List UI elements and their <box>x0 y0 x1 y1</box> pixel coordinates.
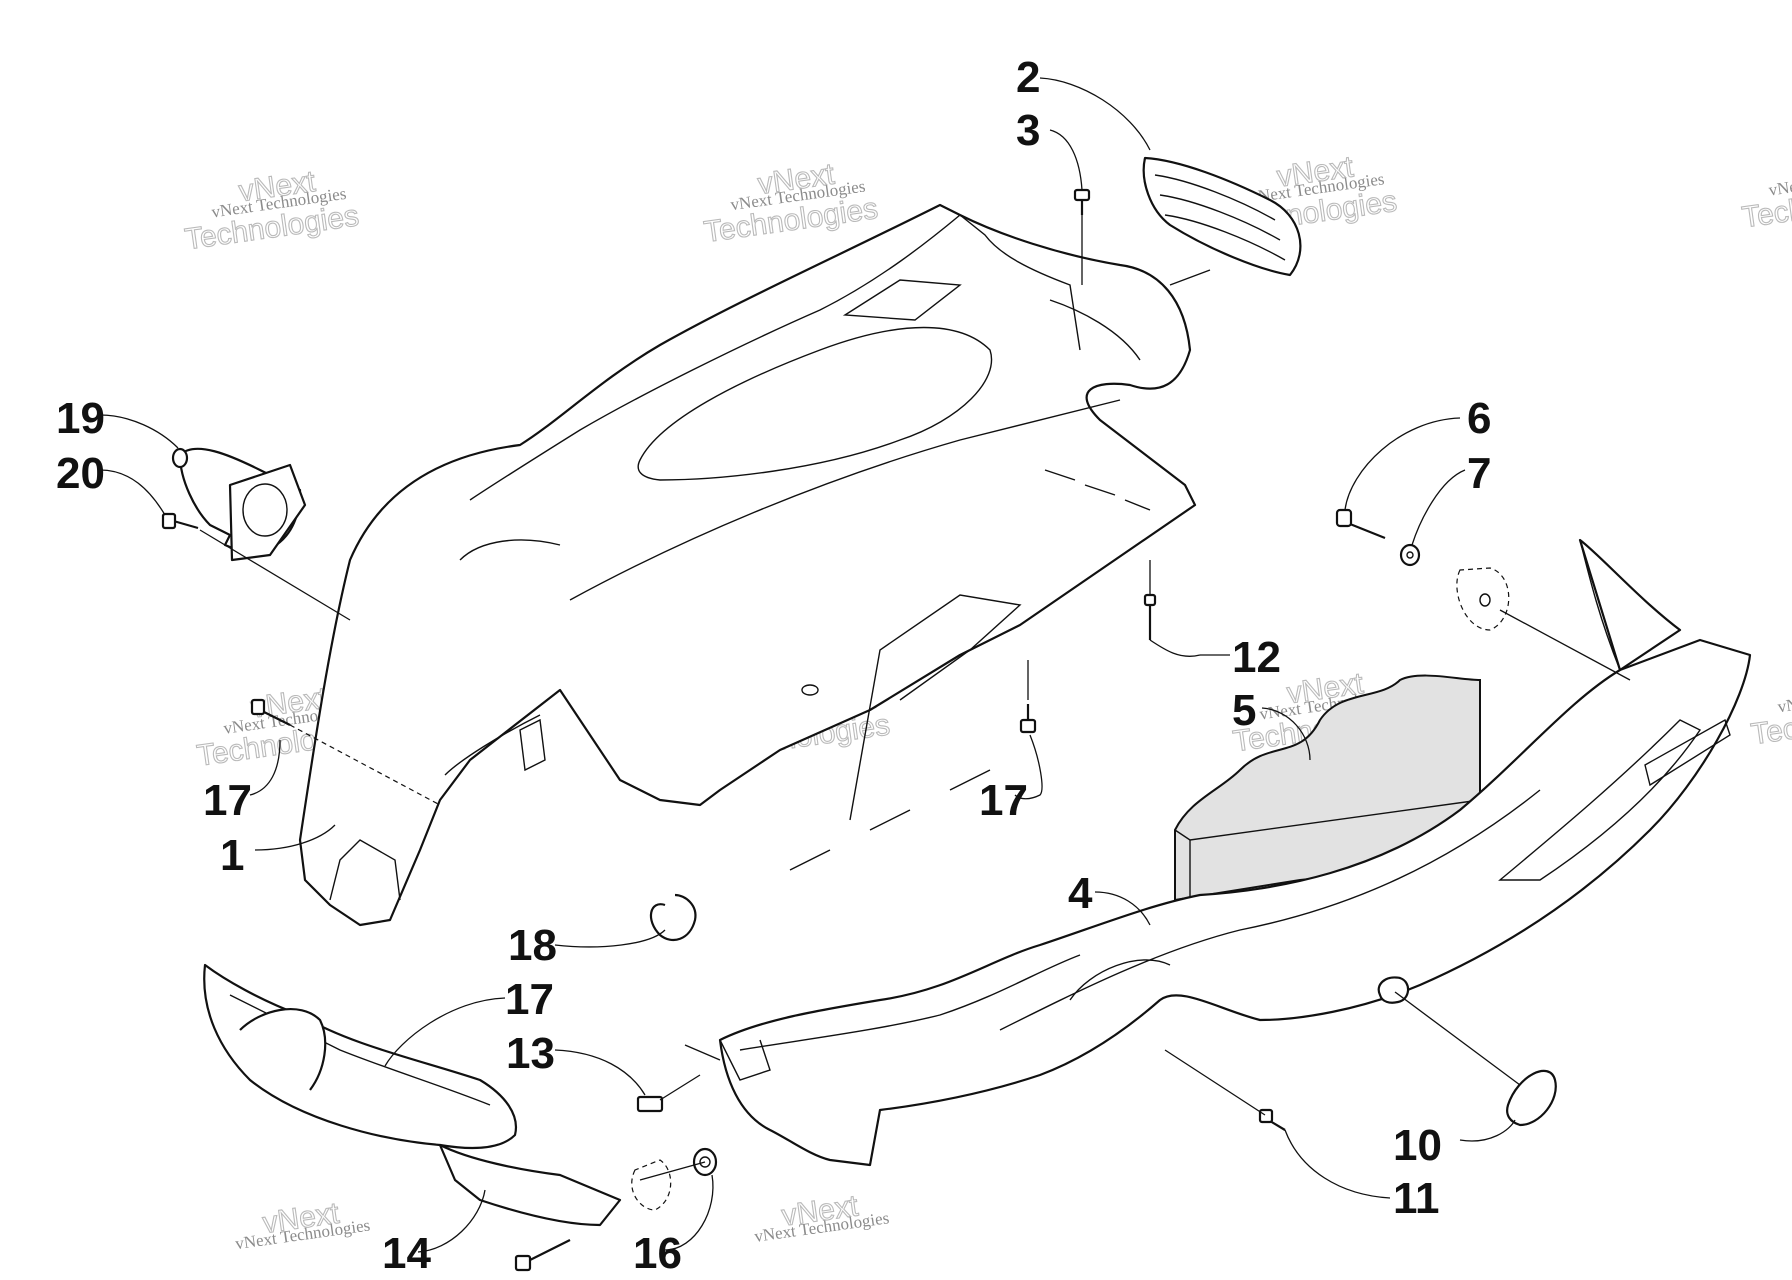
callout-11: 11 <box>1393 1174 1440 1223</box>
callout-20: 20 <box>56 449 105 498</box>
grommet-16 <box>631 1147 718 1211</box>
belly-pan-part <box>298 203 1197 927</box>
callout-14: 14 <box>382 1229 431 1278</box>
side-panel-part <box>718 538 1752 1167</box>
boot-part <box>171 447 307 562</box>
callout-13: 13 <box>506 1029 555 1078</box>
screw-11 <box>1258 1108 1286 1131</box>
ring-18 <box>649 893 697 942</box>
callout-17-lower: 17 <box>505 975 554 1024</box>
callout-6: 6 <box>1467 394 1491 443</box>
callout-17-center: 17 <box>979 776 1028 825</box>
plug-part <box>1506 1069 1557 1127</box>
washer-7 <box>1399 543 1421 567</box>
callout-17-left: 17 <box>203 776 252 825</box>
screw-20 <box>161 512 199 530</box>
clip-13 <box>636 1095 664 1113</box>
callout-16: 16 <box>633 1229 682 1278</box>
grille-part <box>1142 156 1302 277</box>
callout-4: 4 <box>1068 869 1093 918</box>
rivet-12 <box>1143 593 1157 640</box>
callout-1: 1 <box>220 831 244 880</box>
callout-19: 19 <box>56 394 105 443</box>
screw-lower-left <box>514 1239 571 1272</box>
watermark-text: vNext Technologies <box>1767 162 1792 200</box>
dashed-washer-7 <box>1456 567 1510 631</box>
bolt-6 <box>1335 508 1386 540</box>
callout-12: 12 <box>1232 633 1281 682</box>
leader-lines <box>99 77 1631 1253</box>
callout-5: 5 <box>1232 686 1256 735</box>
screw-17-center <box>1019 704 1037 734</box>
callout-2: 2 <box>1016 53 1040 102</box>
front-bumper-part <box>203 963 622 1227</box>
screw-17-left <box>250 698 291 726</box>
callout-labels: 2 3 19 20 6 7 12 5 17 1 17 4 18 17 13 10… <box>56 53 1491 1278</box>
callout-3: 3 <box>1016 106 1040 155</box>
callout-18: 18 <box>508 921 557 970</box>
screw-3 <box>1073 188 1091 215</box>
callout-7: 7 <box>1467 449 1491 498</box>
callout-10: 10 <box>1393 1121 1442 1170</box>
watermark-text: vNext Technologies <box>1776 679 1792 717</box>
